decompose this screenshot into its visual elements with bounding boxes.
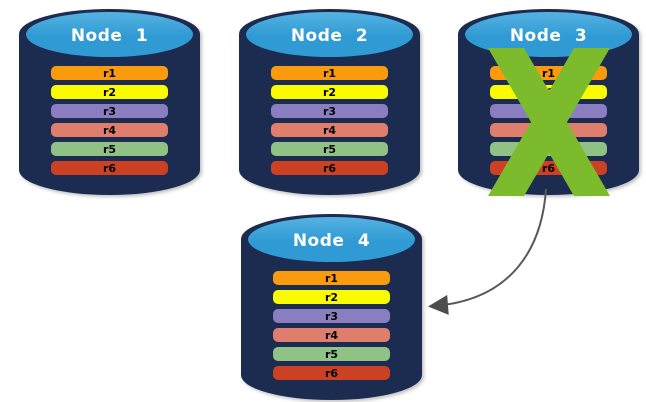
row-label: r1 [324, 271, 339, 285]
db-node-node-4: Node 4 r1 r2 r3 r4 r5 r6 [241, 214, 422, 400]
arrow-curve [428, 188, 547, 315]
row-label: r2 [102, 85, 117, 99]
row-label: r1 [541, 66, 556, 80]
row-r2: r2 [271, 85, 388, 99]
row-r4: r4 [273, 328, 390, 342]
row-r3: r3 [271, 104, 388, 118]
node-label: Node 1 [70, 25, 149, 46]
row-label: r6 [324, 366, 339, 380]
cylinder-top: Node 4 [248, 217, 415, 262]
row-r2: r2 [273, 290, 390, 304]
row-label: r6 [102, 161, 117, 175]
db-node-node-2: Node 2 r1 r2 r3 r4 r5 r6 [239, 9, 420, 195]
row-label: r3 [322, 104, 337, 118]
row-r1: r1 [51, 66, 168, 80]
cylinder-top: Node 2 [246, 12, 413, 57]
row-label: r5 [322, 142, 337, 156]
row-label: r3 [324, 309, 339, 323]
row-r5: r5 [271, 142, 388, 156]
row-r5: r5 [51, 142, 168, 156]
row-list: r1 r2 r3 r4 r5 r6 [271, 66, 388, 175]
row-r6: r6 [273, 366, 390, 380]
row-r3: r3 [51, 104, 168, 118]
row-list: r1 r2 r3 r4 r5 r6 [51, 66, 168, 175]
row-label: r6 [322, 161, 337, 175]
row-label: r4 [102, 123, 117, 137]
row-r4: r4 [51, 123, 168, 137]
row-label: r5 [324, 347, 339, 361]
row-label: r2 [324, 290, 339, 304]
row-r3: r3 [273, 309, 390, 323]
row-r6: r6 [271, 161, 388, 175]
row-r6: r6 [51, 161, 168, 175]
row-label: r1 [322, 66, 337, 80]
node-label: Node 3 [509, 25, 588, 46]
row-r2: r2 [51, 85, 168, 99]
row-r5: r5 [273, 347, 390, 361]
row-list: r1 r2 r3 r4 r5 r6 [273, 271, 390, 380]
row-label: r1 [102, 66, 117, 80]
cylinder-top: Node 1 [26, 12, 193, 57]
row-label: r6 [541, 161, 556, 175]
failed-cross-icon [488, 48, 610, 196]
row-r4: r4 [271, 123, 388, 137]
row-label: r4 [324, 328, 339, 342]
row-label: r5 [102, 142, 117, 156]
node-label: Node 4 [292, 230, 371, 251]
db-node-node-1: Node 1 r1 r2 r3 r4 r5 r6 [19, 9, 200, 195]
row-label: r3 [102, 104, 117, 118]
node-label: Node 2 [290, 25, 369, 46]
row-r1: r1 [271, 66, 388, 80]
row-label: r2 [322, 85, 337, 99]
row-r1: r1 [273, 271, 390, 285]
row-label: r4 [322, 123, 337, 137]
